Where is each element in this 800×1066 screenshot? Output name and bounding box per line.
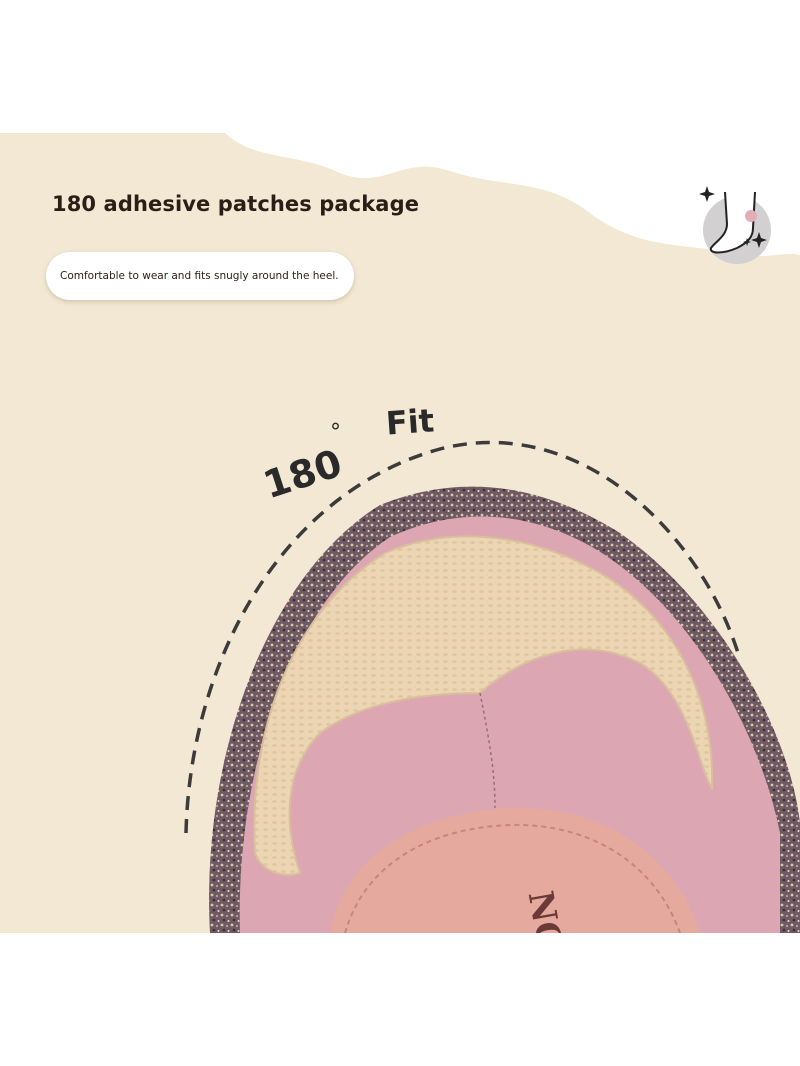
subtitle-pill: Comfortable to wear and fits snugly arou… bbox=[46, 252, 354, 300]
sole-print: NO bbox=[520, 888, 570, 933]
degree-symbol: ° bbox=[330, 420, 341, 445]
white-backdrop-area bbox=[225, 133, 800, 257]
fit-arc bbox=[184, 440, 740, 834]
subtitle-text: Comfortable to wear and fits snugly arou… bbox=[60, 270, 339, 282]
heel-sparkle-icon bbox=[697, 186, 773, 270]
headline: 180 adhesive patches package bbox=[52, 192, 420, 216]
insole bbox=[330, 807, 700, 933]
heel-pad bbox=[253, 535, 714, 876]
shoe: NO bbox=[209, 486, 800, 933]
product-photo: NO 180 ° Fit bbox=[0, 133, 800, 933]
fit-label: Fit bbox=[385, 401, 436, 442]
